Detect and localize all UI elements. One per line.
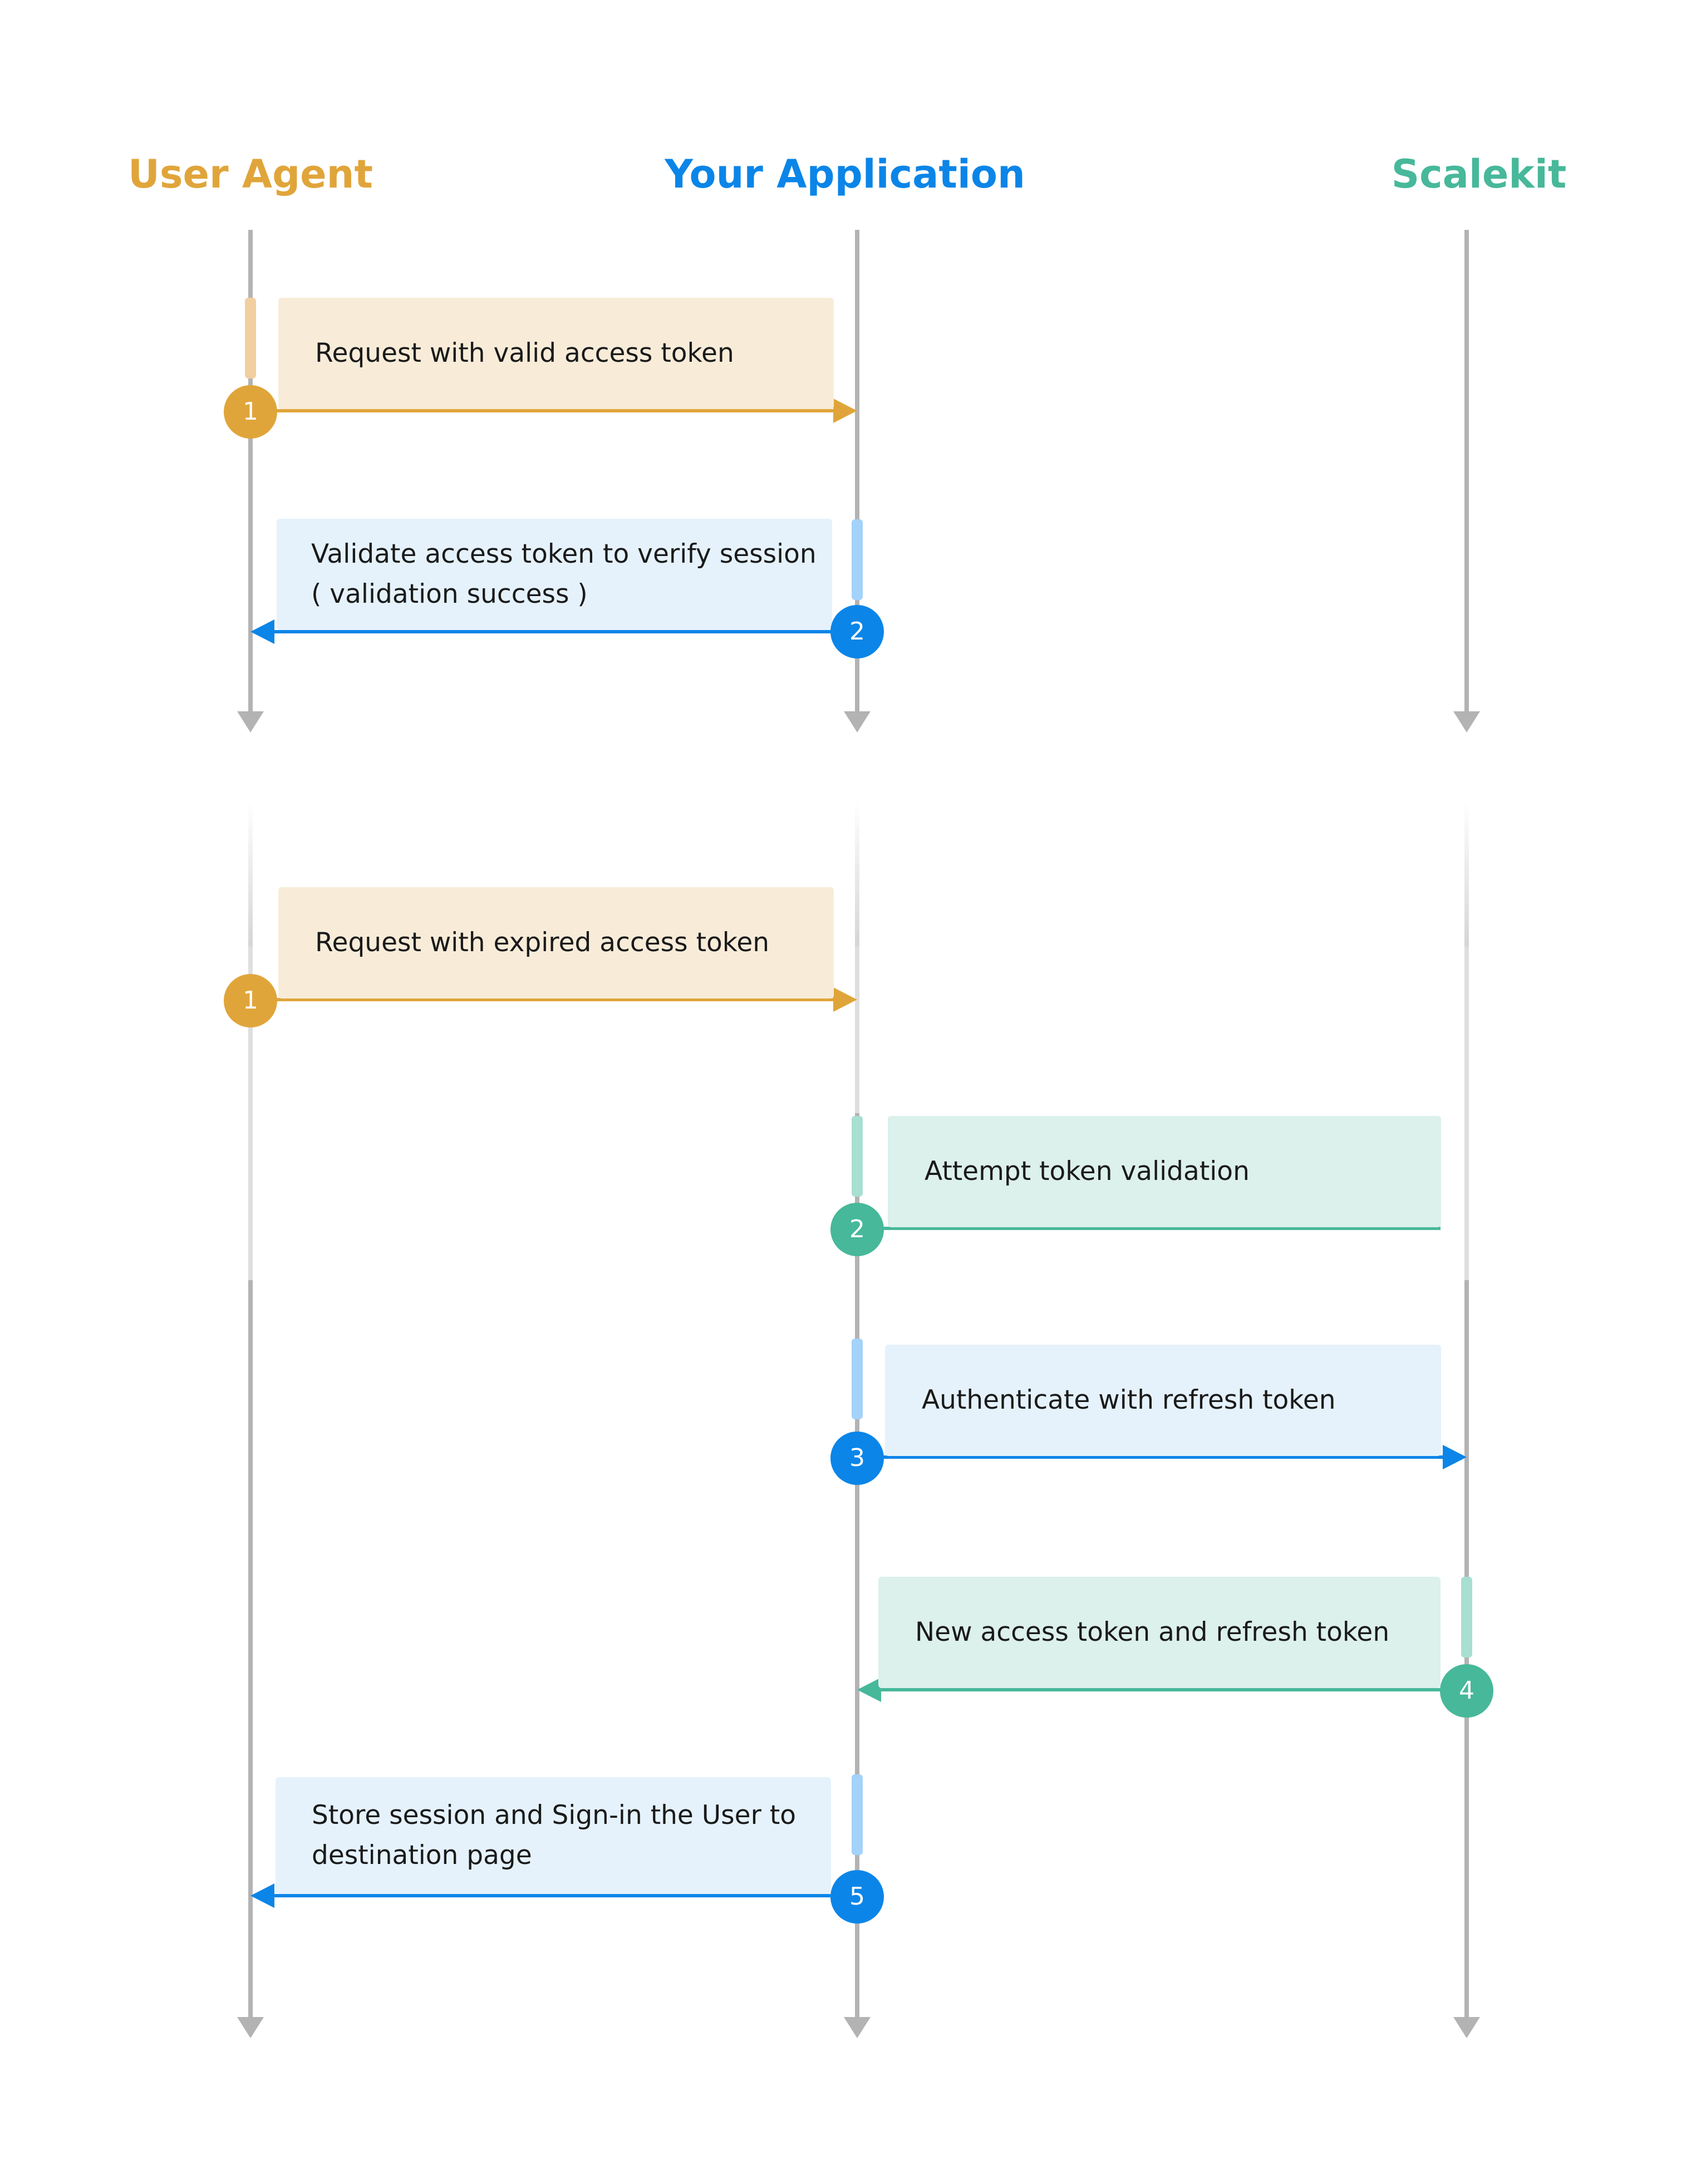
- activation-your-application-f2-5: [852, 1774, 863, 1855]
- message-box-f2-2: Attempt token validation: [888, 1116, 1441, 1227]
- actor-user-agent: User Agent: [128, 151, 373, 197]
- message-box-f2-4: New access token and refresh token: [878, 1577, 1441, 1688]
- message-box-f2-5: Store session and Sign-in the User to de…: [276, 1777, 831, 1894]
- step-badge-f2-4: 4: [1440, 1664, 1493, 1718]
- step-badge-f1-1: 1: [224, 385, 277, 439]
- message-text-f2-5: Store session and Sign-in the User to de…: [312, 1800, 797, 1871]
- message-box-f2-3: Authenticate with refresh token: [885, 1345, 1441, 1456]
- message-box-f1-2: Validate access token to verify session …: [277, 519, 832, 630]
- message-text-f2-1: Request with expired access token: [315, 927, 770, 958]
- lifeline-arrow-your-application-flow1: [844, 711, 871, 732]
- message-text-f1-2: Validate access token to verify session …: [311, 539, 817, 609]
- step-badge-f2-3: 3: [830, 1432, 884, 1485]
- activation-your-application-f2-3: [852, 1339, 863, 1419]
- message-box-f1-1: Request with valid access token: [278, 298, 834, 409]
- lifeline-arrow-your-application-flow2: [844, 2017, 871, 2038]
- arrowhead-f2-5: [250, 1883, 274, 1908]
- activation-scalekit-f2-4: [1461, 1577, 1472, 1657]
- arrowhead-f2-1: [833, 987, 857, 1012]
- activation-your-application-f2-2: [852, 1116, 863, 1197]
- actor-your-application: Your Application: [665, 151, 1025, 197]
- step-badge-f2-5: 5: [830, 1870, 884, 1924]
- activation-user-agent-f1-1: [245, 298, 256, 378]
- activation-your-application-f1-2: [852, 519, 863, 600]
- arrowhead-f1-2: [250, 619, 274, 644]
- step-badge-f1-2: 2: [830, 605, 884, 658]
- lifeline-arrow-user-agent-flow2: [237, 2017, 264, 2038]
- message-box-f2-1: Request with expired access token: [278, 887, 834, 998]
- step-badge-f2-2: 2: [830, 1203, 884, 1256]
- lifeline-arrow-user-agent-flow1: [237, 711, 264, 732]
- message-text-f1-1: Request with valid access token: [315, 338, 734, 368]
- step-badge-f2-1: 1: [224, 974, 277, 1027]
- message-text-f2-3: Authenticate with refresh token: [922, 1385, 1336, 1415]
- arrowhead-f2-4: [857, 1678, 881, 1702]
- lifeline-arrow-scalekit-flow1: [1453, 711, 1480, 732]
- actor-scalekit: Scalekit: [1391, 151, 1567, 197]
- arrowhead-f1-1: [833, 399, 857, 423]
- arrowhead-f2-3: [1443, 1445, 1467, 1469]
- message-text-f2-2: Attempt token validation: [925, 1156, 1250, 1187]
- message-text-f2-4: New access token and refresh token: [915, 1617, 1390, 1647]
- lifeline-arrow-scalekit-flow2: [1453, 2017, 1480, 2038]
